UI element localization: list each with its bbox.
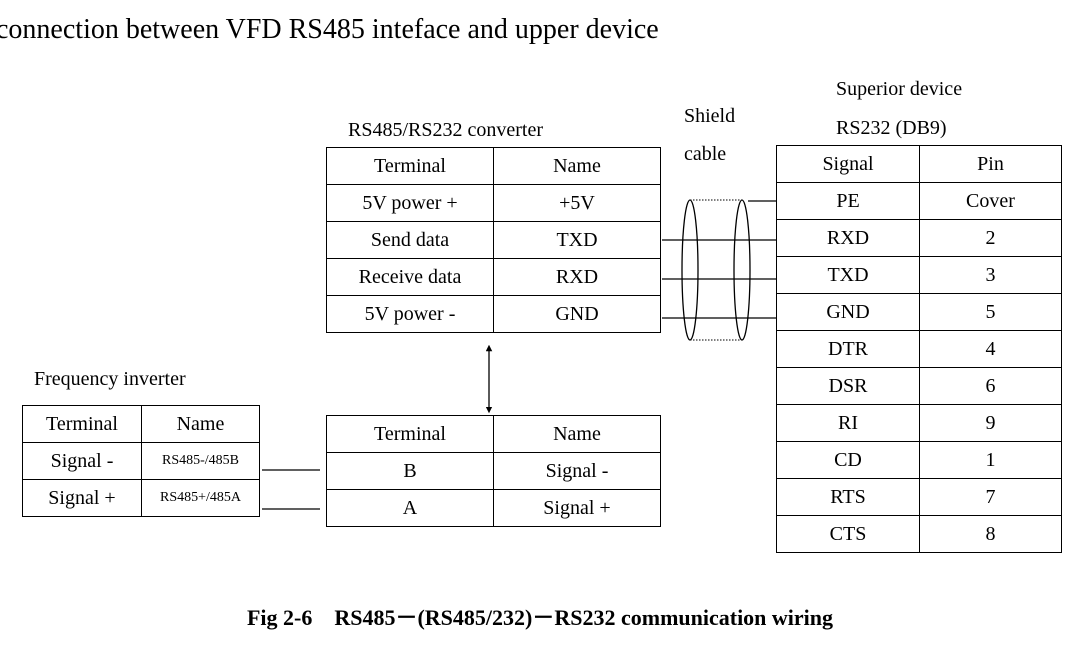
diagram-heading: connection between VFD RS485 inteface an… xyxy=(0,14,659,45)
table-cell: +5V xyxy=(493,184,661,222)
figure-caption: Fig 2-6 RS485－(RS485/232)－RS232 communic… xyxy=(246,605,834,630)
shield-cable-label-line2: cable xyxy=(684,143,727,165)
table-row: Terminal Name xyxy=(326,147,661,185)
table-cell: Signal + xyxy=(493,489,661,527)
shield-left-ellipse xyxy=(681,199,699,341)
table-row: Receive data RXD xyxy=(326,258,661,296)
inverter-header-name: Name xyxy=(141,405,260,443)
shield-cable-label-line1: Shield xyxy=(684,105,736,127)
converter-signal-table: Terminal Name B Signal - A Signal + xyxy=(326,415,661,527)
table-cell: Receive data xyxy=(326,258,494,296)
table-cell: 8 xyxy=(919,515,1062,553)
table-row: Signal + RS485+/485A xyxy=(22,479,260,517)
table-cell: Send data xyxy=(326,221,494,259)
superior-device-title: Superior device xyxy=(836,78,963,100)
superior-header-pin: Pin xyxy=(919,145,1062,183)
table-cell: DTR xyxy=(776,330,920,368)
converter-title: RS485/RS232 converter xyxy=(348,119,543,141)
superior-device-subtitle: RS232 (DB9) xyxy=(836,117,947,139)
table-cell: Cover xyxy=(919,182,1062,220)
converter-signal-header-terminal: Terminal xyxy=(326,415,494,453)
table-row: Send data TXD xyxy=(326,221,661,259)
table-cell: 3 xyxy=(919,256,1062,294)
table-cell: RXD xyxy=(776,219,920,257)
table-cell: GND xyxy=(493,295,661,333)
shield-right-ellipse xyxy=(733,199,751,341)
table-cell: RS485+/485A xyxy=(141,479,260,517)
table-cell: Signal + xyxy=(22,479,142,517)
table-row: Terminal Name xyxy=(326,415,661,453)
inverter-header-terminal: Terminal xyxy=(22,405,142,443)
table-cell: 5V power - xyxy=(326,295,494,333)
table-cell: DSR xyxy=(776,367,920,405)
table-cell: 7 xyxy=(919,478,1062,516)
frequency-inverter-table: Terminal Name Signal - RS485-/485B Signa… xyxy=(22,405,260,517)
table-cell: RTS xyxy=(776,478,920,516)
converter-table: Terminal Name 5V power + +5V Send data T… xyxy=(326,147,661,333)
table-cell: 6 xyxy=(919,367,1062,405)
table-row: Signal Pin xyxy=(776,145,1062,183)
table-cell: A xyxy=(326,489,494,527)
table-cell: PE xyxy=(776,182,920,220)
frequency-inverter-title: Frequency inverter xyxy=(34,368,186,390)
table-cell: GND xyxy=(776,293,920,331)
converter-signal-header-name: Name xyxy=(493,415,661,453)
table-cell: TXD xyxy=(493,221,661,259)
table-cell: TXD xyxy=(776,256,920,294)
table-cell: 5 xyxy=(919,293,1062,331)
table-row: Terminal Name xyxy=(22,405,260,443)
table-cell: CTS xyxy=(776,515,920,553)
table-cell: B xyxy=(326,452,494,490)
table-row: 5V power - GND xyxy=(326,295,661,333)
converter-header-name: Name xyxy=(493,147,661,185)
table-row: A Signal + xyxy=(326,489,661,527)
table-cell: 2 xyxy=(919,219,1062,257)
table-cell: Signal - xyxy=(22,442,142,480)
